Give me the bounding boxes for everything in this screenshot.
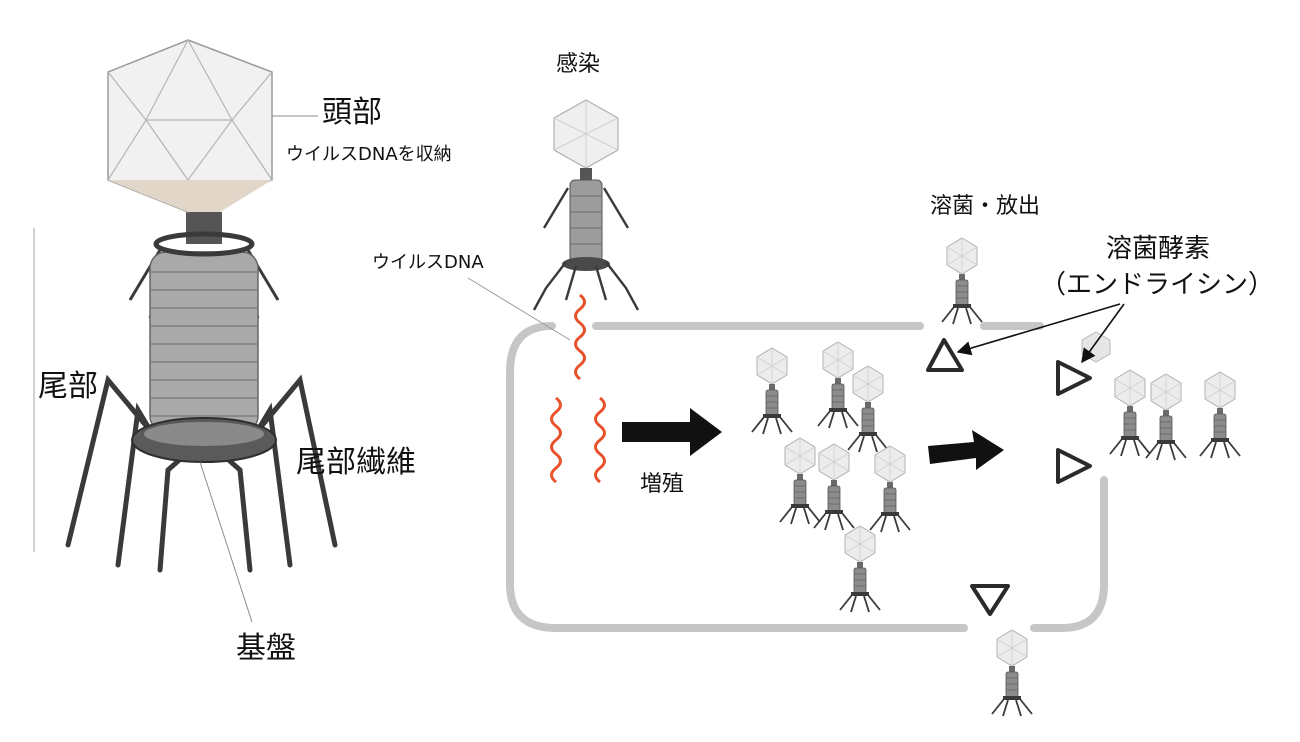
baseplate-leader bbox=[199, 461, 253, 623]
replication-arrow bbox=[622, 408, 722, 456]
label-tail: 尾部 bbox=[38, 369, 98, 404]
progeny-phages bbox=[751, 341, 911, 613]
enzyme-triangle-right-2 bbox=[1056, 448, 1092, 484]
enzyme-triangle-top bbox=[926, 338, 964, 372]
phage-anatomy bbox=[33, 39, 338, 623]
label-tail-fibers: 尾部繊維 bbox=[296, 445, 416, 480]
enzyme-pointers bbox=[956, 303, 1125, 364]
bacterial-cell bbox=[506, 322, 1108, 632]
enzyme-triangle-bottom bbox=[970, 584, 1010, 616]
endolysin-triangles bbox=[926, 338, 1092, 616]
head-base bbox=[108, 180, 272, 212]
dna-leader bbox=[467, 277, 571, 341]
label-infection: 感染 bbox=[556, 52, 601, 77]
release-arrow bbox=[928, 430, 1004, 470]
tail-sheath-rings bbox=[150, 271, 258, 417]
collar-ring bbox=[153, 231, 255, 257]
label-lysis-release: 溶菌・放出 bbox=[930, 194, 1041, 219]
label-lytic-enzyme: 溶菌酵素 bbox=[1106, 234, 1211, 264]
label-head: 頭部 bbox=[322, 95, 382, 130]
neck bbox=[186, 212, 222, 244]
released-phages bbox=[941, 237, 1241, 717]
label-baseplate: 基盤 bbox=[236, 631, 296, 666]
tail-sheath bbox=[149, 251, 259, 433]
label-viral-dna: ウイルスDNA bbox=[372, 252, 484, 273]
label-replication: 増殖 bbox=[640, 472, 685, 497]
enzyme-triangle-right-1 bbox=[1056, 360, 1092, 396]
label-endolysin: （エンドライシン） bbox=[1040, 270, 1275, 300]
label-head-note: ウイルスDNAを収納 bbox=[286, 144, 452, 165]
head-facets bbox=[107, 39, 273, 181]
viral-dna-strands bbox=[550, 293, 606, 484]
infecting-phage bbox=[532, 99, 640, 311]
